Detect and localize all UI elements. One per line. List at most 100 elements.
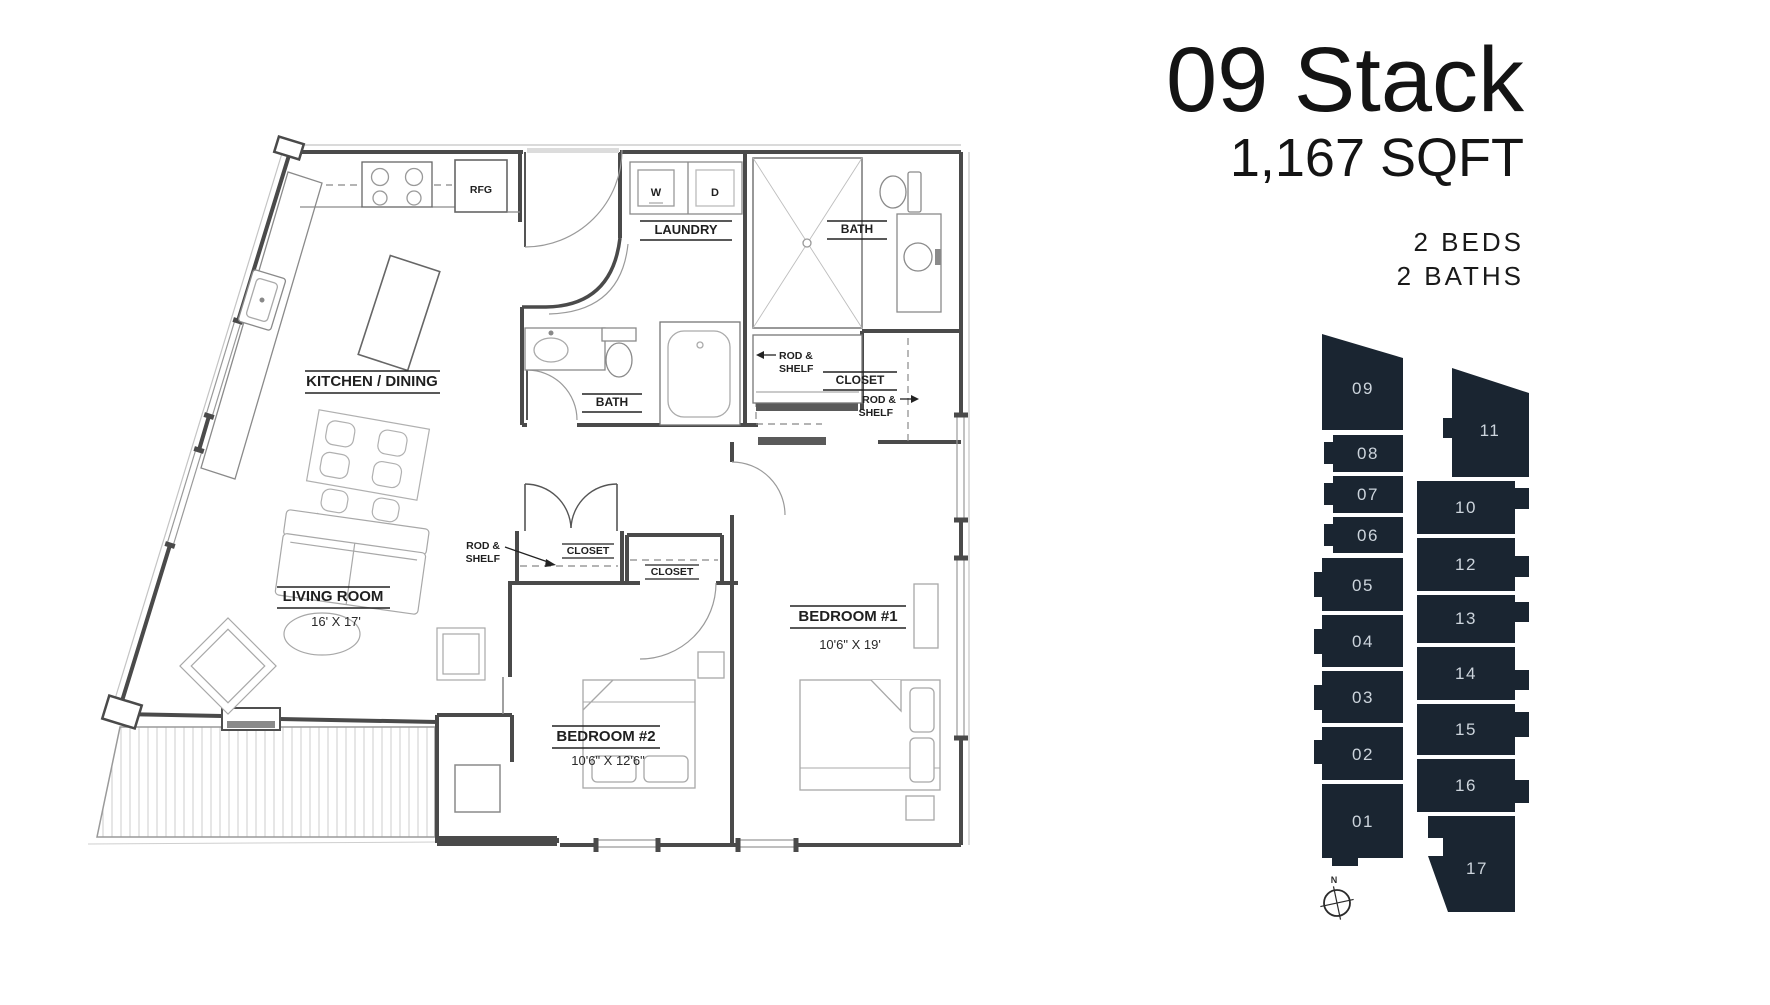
corner-cap [272,134,306,162]
stack-unit-01[interactable]: 01 [1322,784,1403,866]
svg-text:CLOSET: CLOSET [651,566,694,578]
svg-text:BATH: BATH [841,222,873,236]
closet-bed2-door-arc [639,582,717,660]
svg-text:LIVING ROOM: LIVING ROOM [283,588,384,605]
arrow-left-icon [756,351,764,359]
rod-shelf-annotations: ROD & SHELF ROD & SHELF ROD & SHELF [466,350,919,567]
living-room-dims: 16' X 17' [311,614,361,629]
svg-text:BEDROOM #2: BEDROOM #2 [556,728,655,745]
svg-text:15: 15 [1455,720,1477,739]
bedroom2-label: BEDROOM #2 10'6" X 12'6" [552,725,660,768]
curved-wall-outer [522,237,622,309]
stack-unit-05[interactable]: 05 [1314,558,1403,611]
stack-unit-07[interactable]: 07 [1324,476,1403,513]
deck [87,726,441,845]
kitchen-label-text: KITCHEN / DINING [306,373,438,390]
stack-unit-14[interactable]: 14 [1417,647,1529,700]
kitchen-sink [237,269,287,331]
beds-count: 2 BEDS [1413,226,1524,257]
stack-unit-02[interactable]: 02 [1314,727,1403,780]
entry-threshold [527,148,619,153]
stack-unit-16[interactable]: 16 [1417,759,1529,812]
windows [166,319,965,848]
chimney-base [437,836,557,846]
stack-diagram: 09 08 07 06 05 04 [1314,334,1529,912]
svg-text:06: 06 [1357,526,1379,545]
svg-text:CLOSET: CLOSET [836,373,885,387]
stack-unit-04[interactable]: 04 [1314,615,1403,667]
bath-mid-fixtures [524,321,741,426]
washer-label: W [651,187,662,199]
toilet-top [879,175,907,209]
deck-ground-line [87,841,441,845]
closet-hall-door-right-arc [570,483,618,529]
kitchen-label: KITCHEN / DINING [305,370,440,394]
baths-count: 2 BATHS [1396,261,1524,291]
stack-unit-13[interactable]: 13 [1417,595,1529,643]
svg-text:14: 14 [1455,664,1477,683]
chimney-flue [454,764,501,813]
window-sill-ticks [164,317,968,852]
svg-text:07: 07 [1357,485,1379,504]
svg-text:12: 12 [1455,555,1477,574]
closet-walkin-label: CLOSET [823,371,897,391]
stack-unit-06[interactable]: 06 [1324,517,1403,553]
bench1 [905,795,935,821]
armchair-cushion [442,633,480,675]
bath-mid-label: BATH [582,393,642,413]
bedroom1-label: BEDROOM #1 10'6" X 19' [790,605,906,652]
toilet-mid [605,342,633,378]
svg-text:03: 03 [1352,688,1374,707]
closet-threshold [758,437,826,445]
svg-text:09: 09 [1352,379,1374,398]
svg-text:ROD &: ROD & [779,350,813,362]
bath2-door-arc [526,369,578,421]
bedroom-furniture [582,583,941,821]
plan-labels: KITCHEN / DINING RFG LAUNDRY W D BATH [277,184,906,768]
refrigerator [454,159,508,213]
arrow-diag-icon [545,559,556,567]
nightstand2 [697,651,725,679]
svg-text:ROD &: ROD & [862,394,896,406]
svg-text:SHELF: SHELF [466,553,501,565]
rod-shelf-walkin-right: ROD & SHELF [859,394,919,419]
kitchen-island [357,254,441,372]
dryer-label: D [711,187,719,199]
stack-unit-12[interactable]: 12 [1417,538,1529,591]
stack-unit-17[interactable]: 17 [1428,816,1515,912]
living-room-furniture [179,509,486,715]
svg-text:08: 08 [1357,444,1379,463]
closet-hall-door-left-arc [524,483,572,529]
coffee-table [283,612,361,656]
sqft-subtitle: 1,167 SQFT [1229,128,1524,188]
svg-text:02: 02 [1352,745,1374,764]
beds-baths: 2 BEDS 2 BATHS [1166,225,1524,294]
stack-unit-15[interactable]: 15 [1417,704,1529,755]
svg-text:05: 05 [1352,576,1374,595]
stack-unit-09[interactable]: 09 [1322,334,1403,430]
svg-text:13: 13 [1455,609,1477,628]
walls [116,150,963,847]
toilet-mid-tank [601,327,637,342]
page-title: 09 Stack [1166,29,1524,131]
floor-plan: KITCHEN / DINING RFG LAUNDRY W D BATH [87,134,970,852]
stack-unit-08[interactable]: 08 [1324,435,1403,472]
sofa [274,509,430,615]
linen-threshold [756,402,858,411]
stove [361,161,433,208]
svg-text:BEDROOM #1: BEDROOM #1 [798,608,897,625]
svg-text:01: 01 [1352,812,1374,831]
svg-text:16: 16 [1455,776,1477,795]
stack-unit-11[interactable]: 11 [1443,368,1529,477]
dresser1 [913,583,939,649]
stack-unit-03[interactable]: 03 [1314,671,1403,723]
svg-text:LAUNDRY: LAUNDRY [654,222,717,237]
doors [502,148,786,714]
svg-text:BATH: BATH [596,395,628,409]
svg-text:SHELF: SHELF [859,407,894,419]
stack-unit-10[interactable]: 10 [1417,481,1529,534]
compass-north-label: N [1331,875,1338,885]
bath-top-label: BATH [827,220,887,240]
svg-text:11: 11 [1480,421,1501,440]
